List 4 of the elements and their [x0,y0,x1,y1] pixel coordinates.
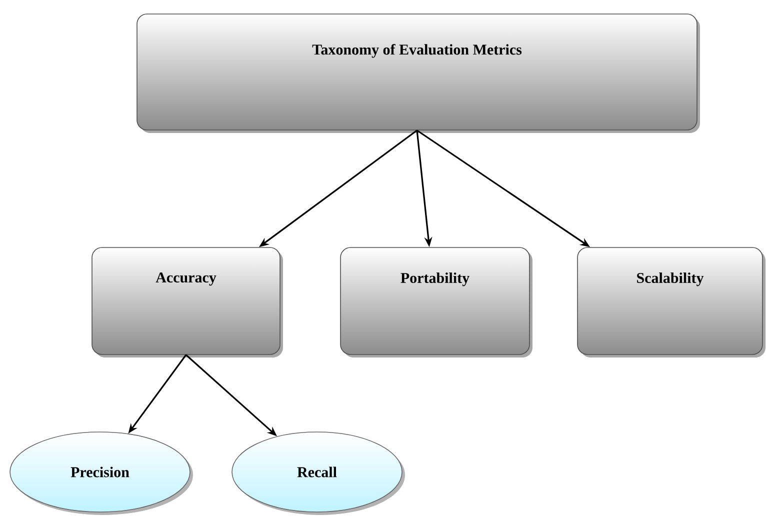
category-box: Accuracy [92,247,283,358]
category-box: Portability [340,247,532,358]
category-box: Scalability [577,247,766,358]
title-box: Taxonomy of Evaluation Metrics [136,14,700,133]
